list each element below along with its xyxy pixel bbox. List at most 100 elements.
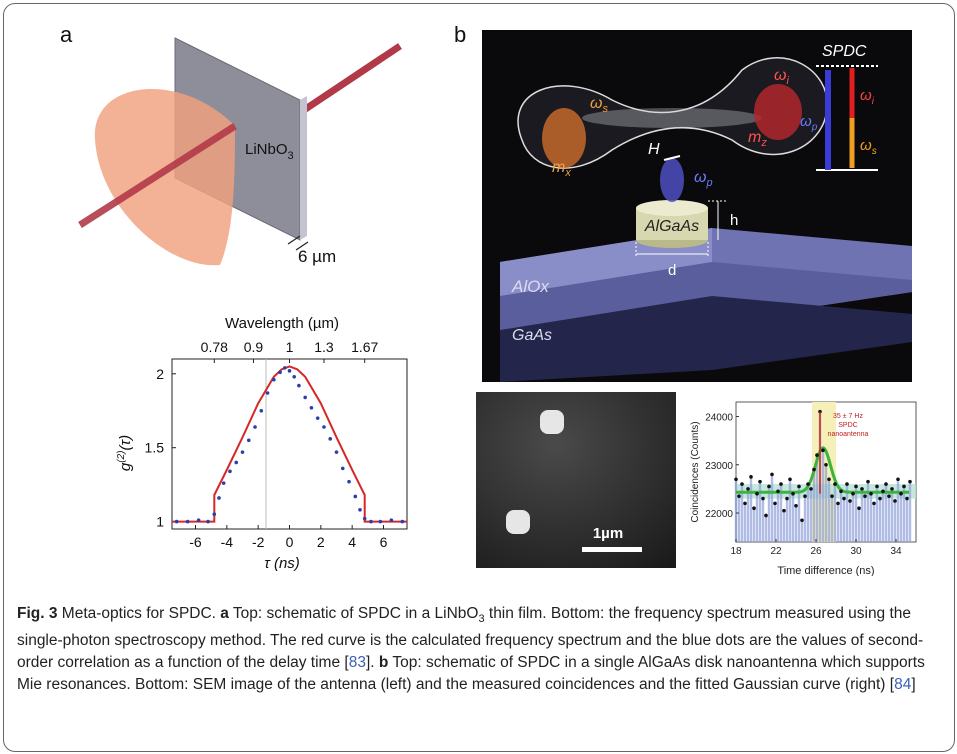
coinc-bar <box>800 520 804 542</box>
coinc-point <box>812 467 816 472</box>
coinc-bar <box>791 493 795 542</box>
coinc-point <box>830 494 834 498</box>
coinc-bar <box>836 503 840 542</box>
measured-point <box>212 512 217 517</box>
coinc-bar <box>851 493 855 542</box>
measured-point <box>228 469 232 474</box>
coinc-point <box>740 482 744 486</box>
x-tick-label: -6 <box>189 534 202 550</box>
coinc-point <box>809 487 813 491</box>
x-tick-label: 0 <box>286 534 294 550</box>
ref-84-link[interactable]: 84 <box>894 676 912 694</box>
coinc-point <box>764 513 768 518</box>
measured-point <box>400 519 405 524</box>
figure-caption: Fig. 3 Meta-optics for SPDC. a Top: sche… <box>17 605 925 694</box>
ref-83-link[interactable]: 83 <box>348 654 366 672</box>
top-tick-label: 1.3 <box>314 339 334 355</box>
coinc-annotation-line: nanoantenna <box>828 431 869 438</box>
measured-point <box>334 450 339 454</box>
y-tick-label: 2 <box>156 366 164 382</box>
sem-pillar-top <box>540 410 564 434</box>
coinc-bar <box>761 498 765 542</box>
coinc-point <box>782 508 786 513</box>
coinc-point <box>884 482 888 486</box>
beam-front <box>78 123 237 228</box>
svg-text:ωs: ωs <box>860 137 877 157</box>
measured-point <box>217 496 221 500</box>
coinc-point <box>743 501 747 506</box>
measured-point <box>378 519 383 524</box>
coinc-point <box>776 489 780 494</box>
coinc-bar <box>848 500 852 542</box>
coinc-bar <box>740 484 744 542</box>
coinc-point <box>908 479 912 484</box>
coinc-bar <box>893 500 897 542</box>
coinc-bar <box>812 469 816 542</box>
coinc-y-tick: 24000 <box>705 412 733 423</box>
measured-point <box>322 425 326 429</box>
measured-point <box>240 450 245 454</box>
coinc-bar <box>749 476 753 542</box>
coinc-bar <box>839 491 843 542</box>
measured-point <box>253 425 257 429</box>
panel-a-label: a <box>60 22 73 47</box>
y-tick-label: 1.5 <box>145 440 165 456</box>
coinc-point <box>872 501 876 506</box>
x-tick-label: 6 <box>380 534 388 550</box>
coinc-y-title: Coincidences (Counts) <box>690 421 701 522</box>
spdc-label: SPDC <box>822 43 867 60</box>
disk-label: AlGaAs <box>644 218 699 235</box>
coinc-point <box>881 489 885 494</box>
coinc-bar <box>815 455 819 542</box>
coinc-bar <box>773 503 777 542</box>
coinc-bar <box>875 486 879 542</box>
coinc-point <box>839 489 843 494</box>
coinc-bar <box>734 479 738 542</box>
measured-point <box>347 479 351 484</box>
coinc-bars <box>734 402 916 542</box>
coinc-point <box>752 506 756 511</box>
coinc-point <box>893 499 897 503</box>
coinc-point <box>887 494 891 498</box>
coinc-bar <box>866 481 870 542</box>
coinc-bar <box>809 488 813 542</box>
coinc-points <box>734 409 912 523</box>
coinc-bar <box>776 491 780 542</box>
coinc-point <box>791 491 795 496</box>
coinc-bar <box>737 496 741 542</box>
coinc-point <box>773 501 777 506</box>
measured-point <box>315 416 320 420</box>
sem-pillar-bottom <box>506 510 530 534</box>
diameter-label: d <box>668 262 676 279</box>
measured-point <box>259 408 264 413</box>
coinc-bar <box>872 503 876 542</box>
coinc-point <box>833 482 837 486</box>
coinc-bar <box>743 503 747 542</box>
top-axis-title: Wavelength (µm) <box>225 315 339 332</box>
coinc-bar <box>827 479 831 542</box>
material-label: LiNbO3 <box>245 141 294 162</box>
omega-i-label: ωi <box>774 67 789 87</box>
coinc-bar <box>779 484 783 542</box>
coinc-bar <box>881 491 885 542</box>
coinc-x-tick: 34 <box>890 546 902 557</box>
coinc-bar <box>821 450 825 542</box>
measured-point <box>297 383 301 388</box>
measured-point <box>278 370 282 375</box>
top-tick-label: 1.67 <box>351 339 378 355</box>
coinc-bar <box>803 496 807 542</box>
signal-mode <box>542 108 586 168</box>
coinc-bar <box>845 484 849 542</box>
coinc-bar <box>797 486 801 542</box>
coinc-bar <box>899 493 903 542</box>
coinc-point <box>803 494 807 498</box>
scale-bar-label: 1µm <box>593 525 623 542</box>
gaas-layer <box>500 296 912 382</box>
coinc-bar <box>788 479 792 542</box>
sem-image: 1µm <box>476 392 676 568</box>
top-tick-label: 0.78 <box>201 339 228 355</box>
